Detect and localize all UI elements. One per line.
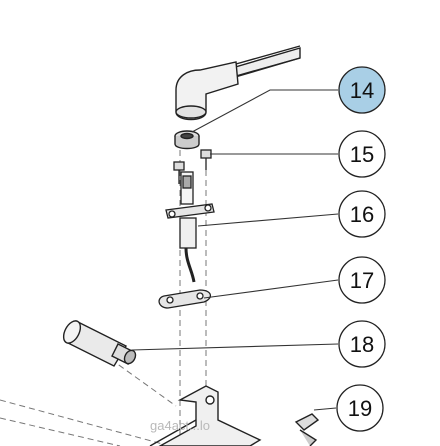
callout-17: 17 [338, 256, 386, 304]
callout-15-circle [338, 130, 386, 178]
callout-16-circle [338, 190, 386, 238]
part-19-bracket-bolt [149, 385, 320, 446]
callout-17-circle [338, 256, 386, 304]
callout-15-label: 15 [350, 142, 374, 167]
leader-lines [131, 89, 339, 411]
part-17-gasket [158, 289, 211, 309]
callout-18: 18 [338, 320, 386, 368]
watermark-text: ga4act...lo [150, 418, 210, 433]
part-16-pilot-electrode [165, 171, 215, 283]
callout-18-circle [338, 320, 386, 368]
callout-16-label: 16 [350, 202, 374, 227]
callout-14: 14 [338, 66, 386, 114]
callout-16: 16 [338, 190, 386, 238]
callout-15: 15 [338, 130, 386, 178]
callout-14-circle [338, 66, 386, 114]
callout-17-label: 17 [350, 268, 374, 293]
callout-19-label: 19 [348, 396, 372, 421]
callout-19-circle [336, 384, 384, 432]
callout-14-label: 14 [350, 78, 374, 103]
part-18-knob [62, 320, 137, 367]
callout-19: 19 [336, 384, 384, 432]
part-14-elbow-connector [174, 45, 301, 150]
callout-18-label: 18 [350, 332, 374, 357]
